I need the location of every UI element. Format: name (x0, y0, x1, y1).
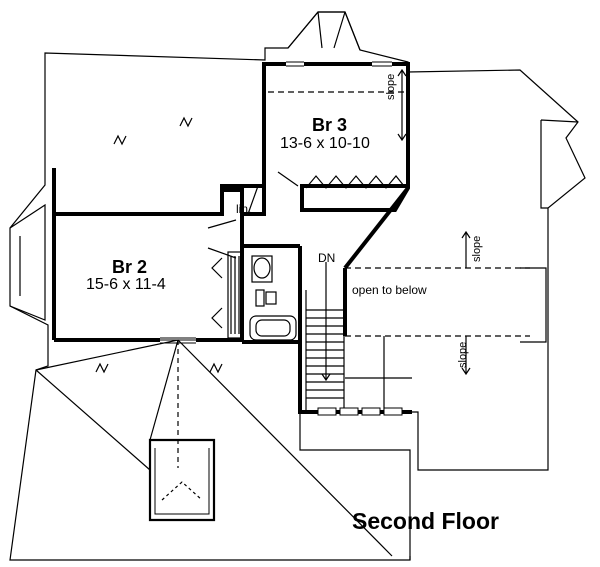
open-to-below-label: open to below (352, 283, 427, 297)
room-dimensions-br2: 15-6 x 11-4 (86, 276, 166, 293)
room-name-br3: Br 3 (312, 115, 348, 135)
stair-down-label: DN (318, 251, 336, 265)
slope-label-right-bottom: slope (457, 341, 469, 368)
slope-label-right-top: slope (471, 235, 483, 262)
linen-closet-label: lin. (236, 202, 252, 216)
left-gable (9, 203, 46, 321)
room-dimensions-br3: 13-6 x 10-10 (280, 135, 370, 152)
top-dormer (287, 11, 361, 51)
linen-closet (220, 184, 266, 216)
slope-label-br3: slope (385, 73, 397, 100)
right-gable (540, 119, 579, 209)
floor-plan-title: Second Floor (352, 508, 499, 534)
room-name-br2: Br 2 (112, 257, 148, 277)
bath-walls (242, 244, 302, 344)
br2-walls (52, 172, 244, 342)
